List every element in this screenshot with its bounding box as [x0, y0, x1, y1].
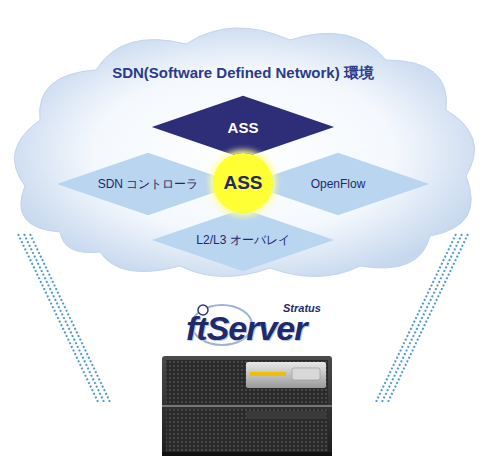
diamond-fill: [152, 209, 334, 272]
node-text: ASS: [228, 119, 259, 136]
diamond-fill: [57, 153, 239, 216]
center-circle: ASS: [213, 153, 273, 213]
dark-diamond: ASS: [150, 95, 336, 159]
light-diamond: L2/L3 オーバレイ: [150, 208, 336, 272]
node-text: L2/L3 オーバレイ: [196, 232, 289, 249]
node-text: SDN コントローラ: [98, 176, 199, 193]
product-logo: ftServer: [186, 309, 307, 348]
diamond-fill: [152, 96, 334, 159]
diamond-fill: [247, 153, 429, 216]
node-text: OpenFlow: [311, 177, 366, 191]
node-text: ASS: [223, 172, 262, 194]
diagram-title: SDN(Software Defined Network) 環境: [0, 64, 486, 83]
server-illustration: [162, 356, 332, 456]
